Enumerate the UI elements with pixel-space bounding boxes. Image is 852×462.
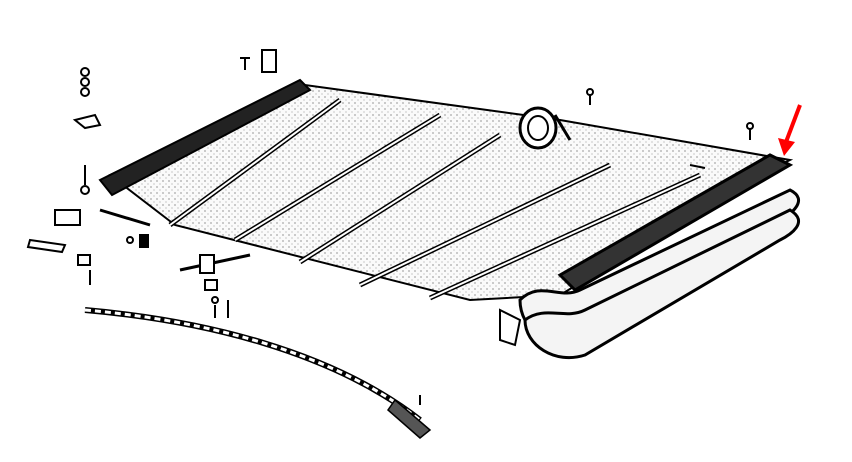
rolled-seal xyxy=(518,106,572,150)
highlight-arrow-icon xyxy=(778,104,802,156)
hardware-parts xyxy=(26,49,754,405)
folded-rear-section xyxy=(518,153,800,360)
front-rail xyxy=(98,78,312,197)
seal-strip xyxy=(84,307,432,439)
